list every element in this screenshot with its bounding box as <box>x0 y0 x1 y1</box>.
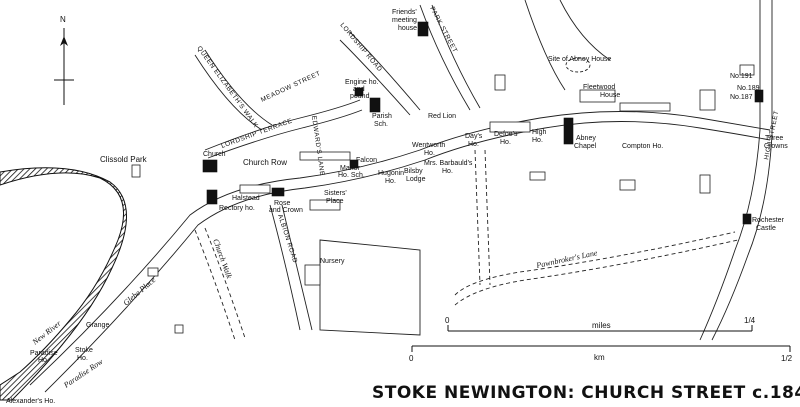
road-labels: PARK STREET LORDSHIP ROAD QUEEN ELIZABET… <box>61 6 780 391</box>
label-parish-2: Sch. <box>374 121 388 128</box>
scale-bar: 0 miles 1/4 0 km 1/2 <box>409 316 793 363</box>
label-friends-meeting-3: house <box>398 25 417 32</box>
label-paradise-ho-2: Ho. <box>38 357 49 364</box>
north-label: N <box>60 15 66 24</box>
scale-miles-end: 1/4 <box>744 316 756 325</box>
label-rose-2: and Crown <box>269 207 303 214</box>
label-red-lion: Red Lion <box>428 113 456 120</box>
label-alexanders-ho: Alexander's Ho. <box>6 398 55 405</box>
label-compton-ho: Compton Ho. <box>622 143 663 150</box>
label-manor-1: Manor <box>340 165 361 172</box>
new-river: New River <box>0 167 127 401</box>
label-engine-2: and <box>353 86 365 93</box>
road-meadow-street: MEADOW STREET <box>260 70 322 104</box>
road-pawnbrokers-lane: Pawnbroker's Lane <box>535 248 599 270</box>
label-site-abney-house: Site of Abney House <box>548 56 612 63</box>
label-falcon: Falcon <box>356 157 377 164</box>
label-rochester-1: Rochester <box>752 217 785 224</box>
label-high-1: High <box>532 129 547 136</box>
scale-miles-start: 0 <box>445 316 450 325</box>
label-grange: Grange <box>86 322 109 329</box>
label-defoes-1: Defoe's <box>494 131 518 138</box>
road-edwards-lane: EDWARD'S LANE <box>310 115 325 176</box>
label-stoke-ho-2: Ho. <box>77 355 88 362</box>
label-wentworth-2: Ho. <box>424 150 435 157</box>
scale-km-start: 0 <box>409 354 414 363</box>
label-no191: No.191 <box>730 73 753 80</box>
label-friends-meeting-2: meeting <box>392 17 417 24</box>
place-labels: Friends' meeting house Site of Abney Hou… <box>6 9 788 405</box>
label-rochester-2: Castle <box>756 225 776 232</box>
label-friends-meeting-1: Friends' <box>392 9 417 16</box>
north-arrow: N <box>54 15 74 105</box>
label-rectory: Rectory ho. <box>219 205 255 212</box>
road-park-street: PARK STREET <box>428 6 458 55</box>
label-days-1: Day's <box>465 133 483 140</box>
label-rose-1: Rose <box>274 200 290 207</box>
label-three-crowns-2: Crowns <box>764 143 788 150</box>
label-sisters-1: Sisters' <box>324 190 347 197</box>
label-parish-1: Parish <box>372 113 392 120</box>
label-no189: No.189 <box>737 85 760 92</box>
label-clissold-park: Clissold Park <box>100 155 148 164</box>
road-lordship-road: LORDSHIP ROAD <box>338 22 383 74</box>
label-wentworth-1: Wentworth <box>412 142 445 149</box>
label-bilsby-1: Bilsby <box>404 168 423 175</box>
scale-miles-label: miles <box>592 321 611 330</box>
label-days-2: Ho. <box>468 141 479 148</box>
label-engine-3: pound <box>350 93 370 100</box>
scale-km-end: 1/2 <box>781 354 793 363</box>
label-hugonin-2: Ho. <box>385 178 396 185</box>
scale-km-label: km <box>594 353 605 362</box>
buildings <box>131 21 764 334</box>
label-hugonin-1: Hugonin <box>378 170 404 177</box>
label-abney-chapel-2: Chapel <box>574 143 597 150</box>
label-church: Church <box>203 151 226 158</box>
label-high-2: Ho. <box>532 137 543 144</box>
label-three-crowns-1: Three <box>765 135 783 142</box>
label-sisters-2: Place <box>326 198 344 205</box>
road-glebe-place: Glebe Place <box>122 275 158 307</box>
label-fleetwood-2: House <box>600 92 620 99</box>
road-albion-road: ALBION ROAD <box>276 213 298 264</box>
label-church-row: Church Row <box>243 158 287 167</box>
label-barbauld-1: Mrs. Barbauld's <box>424 160 473 167</box>
label-fleetwood-1: Fleetwood <box>583 84 615 91</box>
roads <box>29 0 773 393</box>
label-halstead: Halstead <box>232 195 260 202</box>
label-barbauld-2: Ho. <box>442 168 453 175</box>
label-paradise-ho-1: Paradise <box>30 350 58 357</box>
map-title: STOKE NEWINGTON: CHURCH STREET c.1848 <box>372 383 800 403</box>
label-manor-2: Ho. Sch. <box>338 172 365 179</box>
label-defoes-2: Ho. <box>500 139 511 146</box>
label-bilsby-2: Lodge <box>406 176 426 183</box>
label-nursery: Nursery <box>320 258 345 265</box>
road-queen-elizabeths-walk: QUEEN ELIZABETH'S WALK <box>195 45 259 129</box>
label-stoke-ho-1: Stoke <box>75 347 93 354</box>
label-engine-1: Engine ho. <box>345 79 379 86</box>
label-abney-chapel-1: Abney <box>576 135 596 142</box>
label-no187: No.187 <box>730 94 753 101</box>
